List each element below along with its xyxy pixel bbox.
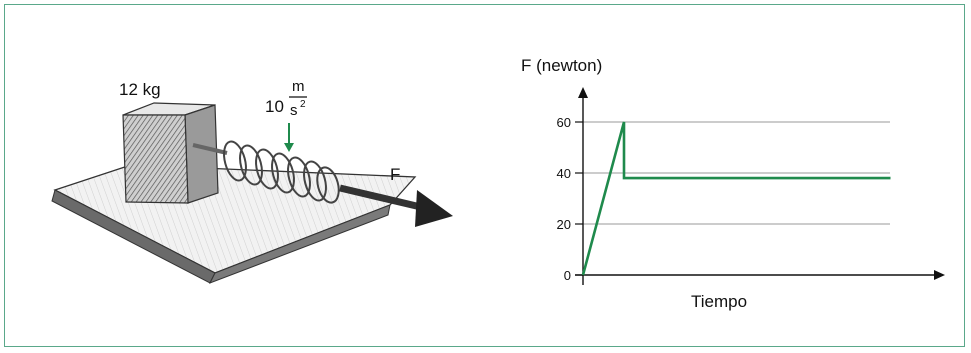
figure-canvas: 12 kg 10 m s 2 F F (newton) Tiempo 0 20 40… bbox=[51, 56, 945, 311]
mass-label: 12 kg bbox=[119, 80, 161, 99]
acceleration-unit-exponent: 2 bbox=[300, 99, 306, 110]
gridlines bbox=[583, 121, 890, 225]
spring bbox=[192, 140, 340, 204]
block-and-spring-illustration: 12 kg 10 m s 2 F bbox=[51, 78, 453, 284]
force-arrow bbox=[339, 184, 453, 227]
force-time-chart: F (newton) Tiempo 0 20 40 60 bbox=[521, 56, 945, 311]
axes bbox=[575, 87, 945, 285]
y-axis-label: F (newton) bbox=[521, 56, 602, 75]
y-axis-arrowhead bbox=[578, 87, 588, 98]
acceleration-arrow bbox=[284, 123, 294, 152]
acceleration-unit-numerator: m bbox=[292, 78, 305, 95]
y-tick-label: 20 bbox=[557, 217, 571, 232]
y-tick-label: 0 bbox=[564, 268, 571, 283]
y-tick-label: 40 bbox=[557, 166, 571, 181]
platform bbox=[51, 164, 417, 284]
y-ticks: 0 20 40 60 bbox=[557, 115, 583, 283]
force-label: F bbox=[390, 165, 400, 184]
acceleration-value: 10 bbox=[265, 97, 284, 116]
y-tick-label: 60 bbox=[557, 115, 571, 130]
acceleration-unit-denominator: s bbox=[290, 102, 298, 119]
force-series-line bbox=[581, 121, 891, 276]
series-group bbox=[581, 121, 891, 276]
x-axis-label: Tiempo bbox=[691, 292, 747, 311]
figure-frame: 12 kg 10 m s 2 F F (newton) Tiempo 0 20 40… bbox=[4, 4, 965, 347]
x-axis-arrowhead bbox=[934, 270, 945, 280]
mass-block bbox=[122, 102, 219, 204]
